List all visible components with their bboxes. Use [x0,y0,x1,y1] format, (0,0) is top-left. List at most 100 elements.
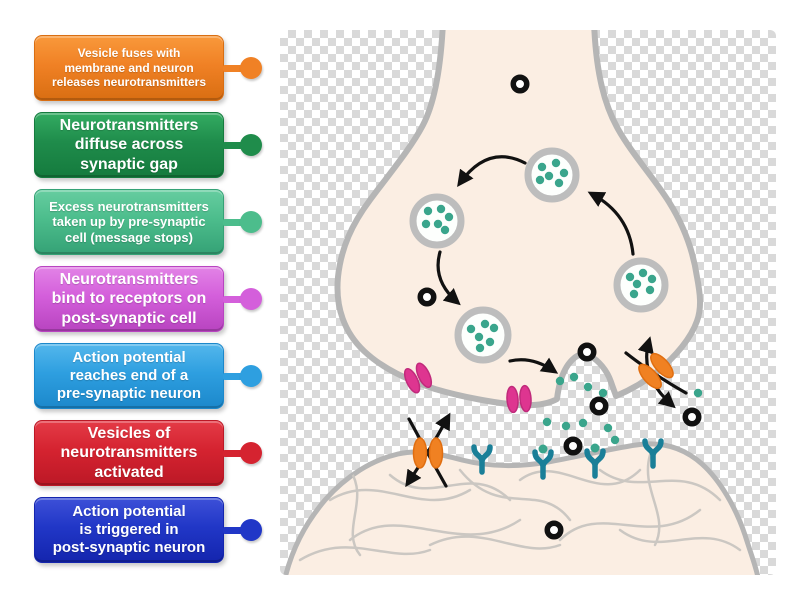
neurotransmitter-dot [489,323,499,333]
target-marker[interactable] [417,287,437,307]
neurotransmitter-dot [625,272,635,282]
neurotransmitter-dot [629,289,639,299]
target-marker[interactable] [682,407,702,427]
neurotransmitter-dot [551,158,561,168]
label-connector-bar [223,295,242,303]
target-marker[interactable] [544,520,564,540]
receptor-icon [642,438,664,469]
label-text-line: Neurotransmitters [59,117,199,135]
target-marker[interactable] [589,396,609,416]
label-text-line: pre-synaptic neuron [56,385,202,402]
label-text-line: post-synaptic neuron [52,539,206,556]
pre-synaptic-terminal [334,30,703,409]
neurotransmitter-dot [436,204,446,214]
arrow-down-left [436,250,461,306]
label-connector-dot [240,211,262,233]
neurotransmitter-dot [485,337,495,347]
label-text-line: Vesicles of [87,425,171,443]
receptor-icon [532,444,554,480]
label-connector-dot [240,134,262,156]
ion-channel-icon [506,384,532,414]
neurotransmitter-dot [555,376,565,386]
label-text-line: Excess neurotransmitters [49,198,209,214]
label-connector-bar [223,526,242,534]
label-connector-bar [223,141,242,149]
neurotransmitter-dot [632,279,642,289]
receptor-icon [471,444,493,475]
ion-channel-icon [403,362,433,394]
vesicle-cycle-arrows [436,155,635,374]
neurotransmitter-dot [535,175,545,185]
neurotransmitter-dot [480,319,490,329]
neurotransmitter-dot [440,225,450,235]
neurotransmitter-dot [466,324,476,334]
arrow-to-fusion-site [508,357,559,374]
label-connector-dot [240,442,262,464]
label-text-line: membrane and neuron [64,60,194,75]
label-text-line: diffuse across [74,136,184,154]
vesicle [613,257,669,313]
arrow-up-right [587,191,635,256]
label-connector-dot [240,365,262,387]
target-marker[interactable] [563,436,583,456]
neurotransmitter-dot [537,162,547,172]
neurotransmitter-dot [638,268,648,278]
label-text-line: bind to receptors on [51,290,207,308]
label-text-line: neurotransmitters [60,444,198,462]
target-marker[interactable] [510,74,530,94]
target-marker[interactable] [577,342,597,362]
label-text-line: releases neurotransmitters [51,75,207,90]
label-connector-bar [223,449,242,457]
bound-neurotransmitter-dot [590,443,600,453]
neurotransmitter-dot [603,423,613,433]
vesicle [454,306,512,364]
label-connector-dot [240,57,262,79]
neurotransmitter-dot [444,212,454,222]
vesicle [524,147,580,203]
label-text-line: Neurotransmitters [59,271,199,289]
transporter-channel-icon [638,352,674,390]
label-text-line: Action potential [72,503,186,520]
label-connector-bar [223,218,242,226]
neurotransmitter-dot [544,171,554,181]
neurotransmitter-dot [598,388,608,398]
label-text-line: post-synaptic cell [61,309,197,327]
receptor-icon [584,443,606,479]
neurotransmitter-dot [474,332,484,342]
neurotransmitter-dot [693,388,703,398]
label-text-line: taken up by pre-synaptic [52,214,206,230]
arrow-to-left-vesicle [457,155,527,188]
neurotransmitter-dot [647,274,657,284]
neurotransmitter-dot [645,285,655,295]
label-text-line: Vesicle fuses with [77,46,181,61]
label-connector-bar [223,372,242,380]
neurotransmitter-dot [569,372,579,382]
neurotransmitter-dot [578,418,588,428]
neurotransmitter-dot [561,421,571,431]
label-text-line: is triggered in [79,521,179,538]
neurotransmitter-dot [423,206,433,216]
label-text-line: reaches end of a [69,367,189,384]
neurotransmitter-dot [559,168,569,178]
neurotransmitter-dot [583,382,593,392]
label-text-line: Action potential [72,349,186,366]
cytoskeleton-fibers [298,453,742,562]
neurotransmitter-dot [542,417,552,427]
neurotransmitter-dot [475,343,485,353]
neurotransmitter-dot [421,219,431,229]
